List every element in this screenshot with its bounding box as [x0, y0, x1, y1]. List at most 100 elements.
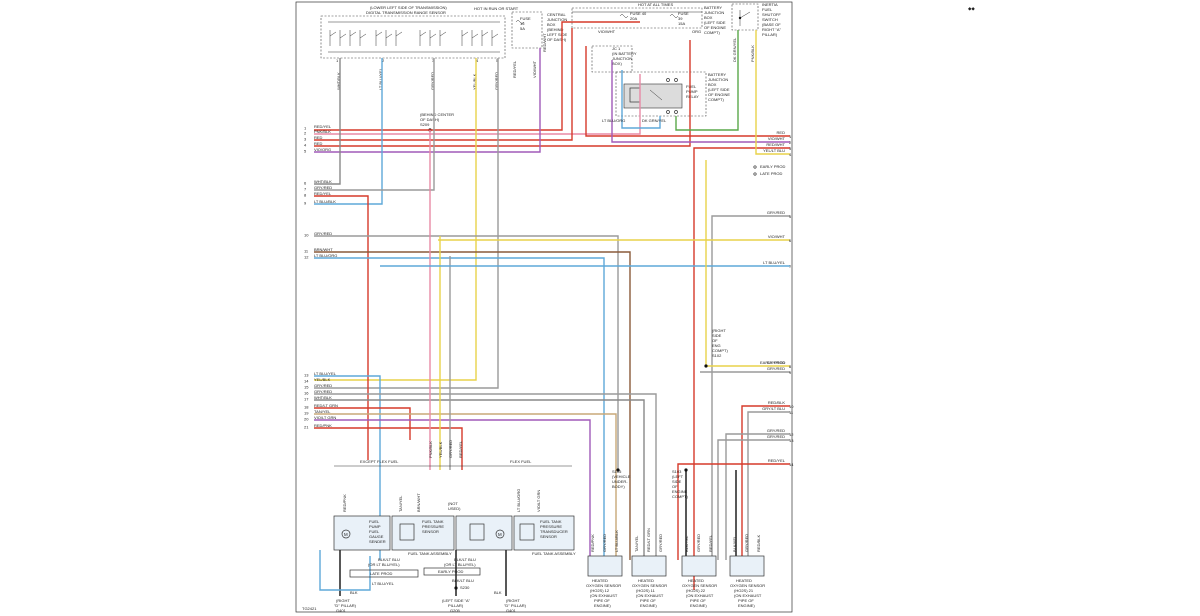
left-wire-label-13: LT BLU/YEL: [314, 371, 337, 376]
inertia-label-6: RIGHT "A": [762, 27, 782, 32]
cjb-label-1: CENTRAL: [547, 12, 566, 17]
fuel-tank-pressure-sensor: [391, 515, 455, 551]
ho2s-11: [631, 555, 667, 577]
sensor-wire-9: VIO/LT GRN: [536, 490, 541, 512]
left-pin-5: 5: [304, 149, 307, 154]
trs-switch-group-2: [375, 30, 403, 46]
ho2s-12-label-3: (HO2S) 12: [590, 588, 610, 593]
right-pin-3: 3: [789, 146, 792, 151]
hot-in-run-label: HOT IN RUN OR START: [474, 6, 519, 11]
cjb-label-5: LEFT SIDE: [547, 32, 567, 37]
transmission-range-sensor: (LOWER LEFT SIDE OF TRANSMISSION) DIGITA…: [320, 5, 506, 63]
left-wire-label-7: GRY/RED: [314, 185, 332, 190]
s102-label-3: OF: [712, 338, 718, 343]
right-pin-13: 13: [789, 438, 794, 443]
splice-s209: (BEHIND CENTER OF DASH) S209: [420, 112, 454, 132]
left-pin-10: 10: [304, 233, 309, 238]
ho2s-11-label-4: (ON EXHAUST: [636, 593, 664, 598]
right-wire-label-8: GRY/RED: [767, 360, 785, 365]
left-pin-11: 11: [304, 249, 309, 254]
right-pin-7: 7: [789, 264, 792, 269]
ho2s-12: [587, 555, 623, 577]
fpg-label-3: FUEL: [369, 529, 380, 534]
wire-lt-blu-yel-low: [314, 375, 381, 560]
late-prod-label: LATE PROD: [370, 571, 392, 576]
wire-brn-wht: [314, 251, 631, 560]
early-prod-box: [423, 567, 481, 576]
s102-label-1: (RIGHT: [712, 328, 726, 333]
s102-label-4: ENG: [712, 343, 721, 348]
s105-label-1: S105: [612, 469, 622, 474]
right-wire-label-7: LT BLU/YEL: [763, 260, 786, 265]
bjb-b-label-1: BATTERY: [708, 72, 726, 77]
wire-vio-org-top: [314, 48, 541, 153]
ho2s-wire-8: GRY/RED: [696, 534, 701, 552]
wire-trs-lt-blu: [314, 58, 383, 205]
wire-right-gry-lt-blu: [747, 411, 790, 560]
s103-label-6: COMPT): [672, 494, 688, 499]
left-pin-12: 12: [304, 255, 309, 260]
inertia-label-3: SHUTOFF: [762, 12, 781, 17]
left-wire-label-21: RED/PNK: [314, 423, 332, 428]
right-pin-4: 4: [789, 152, 792, 157]
left-pin-9: 9: [304, 201, 307, 206]
inertia-label-7: PILLAR): [762, 32, 778, 37]
ho2s-21-label-4: (ON EXHAUST: [734, 593, 762, 598]
ho2s-21-label-6: ENGINE): [738, 603, 755, 608]
right-wire-label-4: YEL/LT BLU: [763, 148, 785, 153]
fuse-15-label: FUSE: [520, 16, 531, 21]
left-pin-1: 1: [304, 126, 307, 131]
wire-lt-blu-yel-ground: [319, 550, 371, 591]
g401b-label-2: "D" PILLAR): [504, 603, 527, 608]
trs-switch-group-4: [461, 30, 499, 46]
ftpt-label-2: PRESSURE: [540, 524, 562, 529]
top-wire-7: DK GRN/YEL: [642, 118, 667, 123]
sensor-wire-1: PNK/BLK: [428, 441, 433, 458]
left-pin-6: 6: [304, 181, 307, 186]
wire-pnk-blk-top: [314, 74, 641, 135]
fpg-label-4: GAUGE: [369, 534, 384, 539]
ho2s-21-label-3: (HO2S) 21: [734, 588, 754, 593]
s102-early-prod: EARLY PROD: [760, 360, 786, 365]
sensor-wire-8: LT BLU/ORG: [516, 489, 521, 512]
left-pin-17: 17: [304, 397, 309, 402]
ho2s-wire-3: LT BLU/BLK: [614, 530, 619, 552]
s103-label-3: SIDE: [672, 479, 682, 484]
fuel-pump-relay: FUEL PUMP RELAY BATTERY JUNCTION BOX (LE…: [615, 71, 730, 117]
ftpt-label-4: SENSOR: [540, 534, 557, 539]
right-wire-label-1: RED: [777, 130, 786, 135]
g401-label-1: (RIGHT: [336, 598, 350, 603]
figure-id: TG2421: [302, 606, 317, 611]
relay-label-1: FUEL: [686, 84, 697, 89]
ho2s-11-label-2: OXYGEN SENSOR: [632, 583, 667, 588]
jc1-label-3: JUNCTION: [612, 56, 632, 61]
bjb-top-outline: [571, 7, 703, 29]
left-pin-2: 2: [304, 131, 307, 136]
jc1-label-2: (IN BATTERY: [612, 51, 637, 56]
late-prod-top: LATE PROD: [760, 171, 782, 176]
wire-gry-red-mid: [314, 235, 619, 470]
wire-red-lt-grn: [314, 407, 411, 440]
ho2s-11-label-6: ENGINE): [640, 603, 657, 608]
left-wire-label-14: YEL/BLK: [314, 377, 331, 382]
ho2s-21: [729, 555, 765, 577]
ho2s-wire-9: RED/YEL: [708, 534, 713, 552]
left-wire-label-15: GRY/RED: [314, 383, 332, 388]
trs-title-2: DIGITAL TRANSMISSION RANGE SENSOR: [366, 10, 446, 15]
fuel-pump-gauge-sender: [333, 515, 391, 551]
s102-label-5: COMPT): [712, 348, 728, 353]
bjb-b-label-5: OF ENGINE: [708, 92, 730, 97]
right-pin-6: 6: [789, 238, 792, 243]
top-wire-4: DK GRN/YEL: [732, 37, 737, 62]
fuse-39-number: 39: [678, 16, 683, 21]
early-prod-label: EARLY PROD: [438, 569, 464, 574]
fuse-39-label: FUSE: [678, 11, 689, 16]
ho2s-wire-6: GRY/RED: [658, 534, 663, 552]
blk-lt-blu-1: BLK/LT BLU: [378, 557, 400, 562]
g401-label-3: G401: [336, 608, 347, 613]
trs-title-1: (LOWER LEFT SIDE OF TRANSMISSION): [370, 5, 447, 10]
wire-trs-wht-blk: [314, 58, 341, 185]
right-wire-label-3: RED/WHT: [766, 142, 785, 147]
ftps-label-2: PRESSURE: [422, 524, 444, 529]
